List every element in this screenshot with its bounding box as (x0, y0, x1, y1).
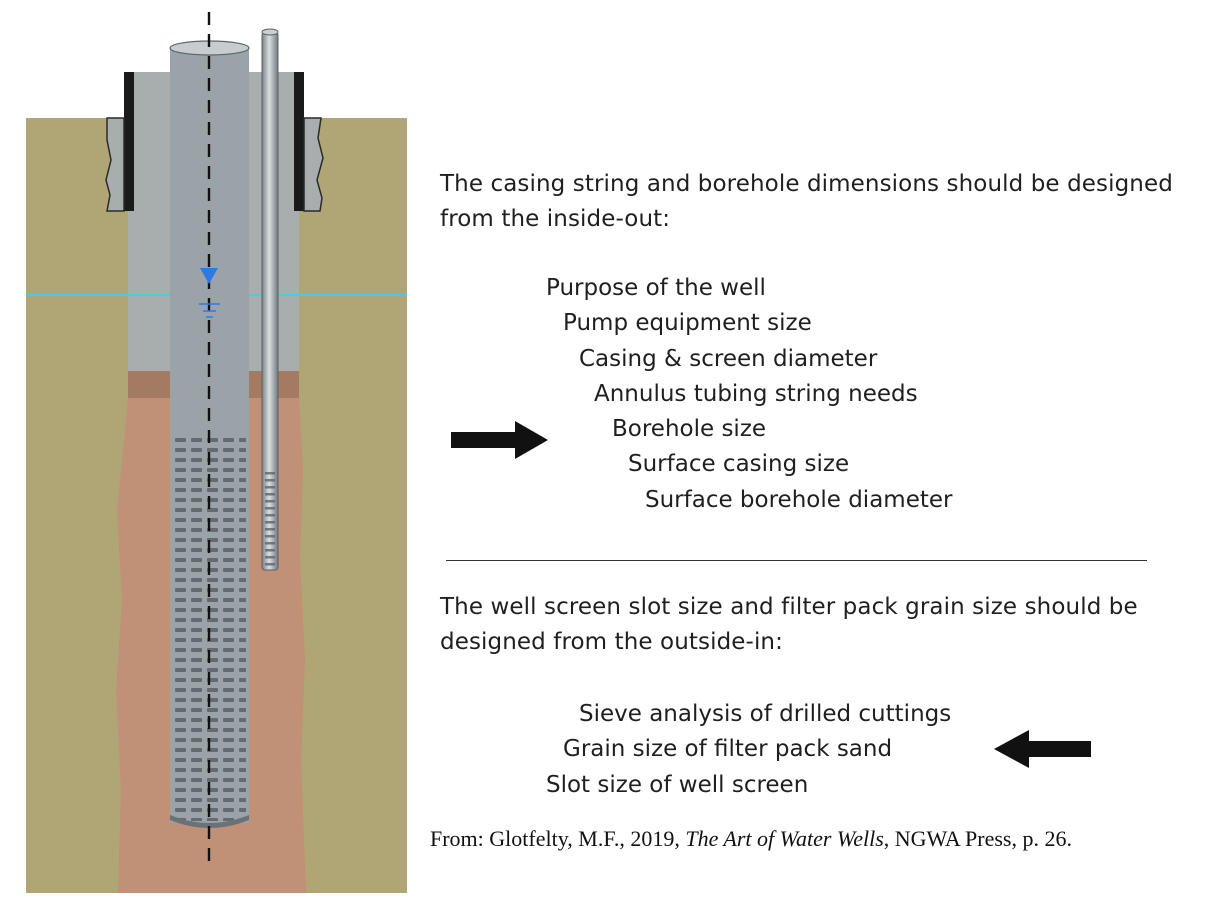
surface-borehole-right (303, 117, 324, 212)
section-divider (446, 560, 1147, 561)
surface-casing-left (124, 72, 134, 211)
citation-suffix: , NGWA Press, p. 26. (883, 826, 1072, 851)
arrow-right-icon (451, 421, 548, 459)
annulus-tubing-top (261, 28, 279, 36)
citation: From: Glotfelty, M.F., 2019, The Art of … (430, 826, 1072, 852)
citation-book-title: The Art of Water Wells (685, 826, 884, 851)
outside-in-step-3: Slot size of well screen (546, 771, 809, 798)
annulus-tubing-slots (264, 470, 276, 568)
water-level-marker-icon (200, 268, 218, 284)
surface-casing-right (294, 72, 304, 211)
inside-out-heading-line2: from the inside-out: (440, 206, 671, 232)
outside-in-step-2: Grain size of filter pack sand (563, 736, 893, 763)
inside-out-step-2: Pump equipment size (563, 310, 812, 337)
inside-out-heading: The casing string and borehole dimension… (440, 167, 1173, 237)
arrow-left-icon (994, 730, 1091, 768)
inside-out-step-6: Surface casing size (628, 451, 850, 478)
outside-in-step-1: Sieve analysis of drilled cuttings (579, 701, 952, 727)
inside-out-step-3: Casing & screen diameter (579, 345, 878, 372)
outside-in-heading-line1: The well screen slot size and filter pac… (440, 594, 1138, 620)
inside-out-heading-line1: The casing string and borehole dimension… (440, 171, 1173, 197)
citation-prefix: From: Glotfelty, M.F., 2019, (430, 826, 686, 851)
inside-out-step-1: Purpose of the well (546, 275, 766, 301)
outside-in-steps: Sieve analysis of drilled cuttings Grain… (546, 697, 951, 803)
outside-in-heading-line2: designed from the outside-in: (440, 629, 783, 655)
surface-borehole-left (105, 117, 125, 212)
casing-bottom-cap (170, 815, 249, 828)
inside-out-step-4: Annulus tubing string needs (594, 380, 918, 407)
inside-out-steps: Purpose of the well Pump equipment size … (546, 271, 952, 518)
inside-out-step-5: Borehole size (612, 416, 767, 443)
outside-in-heading: The well screen slot size and filter pac… (440, 590, 1138, 660)
inside-out-step-7: Surface borehole diameter (645, 486, 953, 513)
